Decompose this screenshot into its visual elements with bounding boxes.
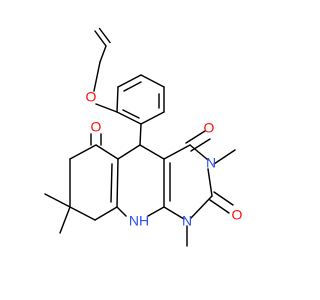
bond-phenyl-5: [140, 111, 165, 125]
molecule-atom-labels: O O O O N N NH: [86, 89, 243, 229]
bond-c4-carbonyl-double-a: [185, 130, 206, 144]
bond-terminal-vinyl-double-b: [98, 27, 111, 44]
n1-nitrogen-label: N: [182, 213, 192, 229]
bond-phenyl-inner-double-3: [122, 109, 140, 119]
bond-ether-oxygen-to-ring: [95, 103, 118, 113]
bond-c8a-to-nh: [147, 206, 165, 217]
bond-phenyl-inner-double-1: [123, 81, 142, 92]
bond-nh-to-c9a: [116, 206, 127, 217]
bond-c8-methyl-top: [44, 193, 71, 208]
bond-c2-to-n1: [190, 195, 213, 219]
bond-terminal-vinyl-double-a: [94, 30, 107, 47]
bond-c5-to-c4a: [139, 144, 165, 160]
bond-c5a-to-c5: [117, 144, 141, 160]
nh-nitrogen-label: NH: [129, 213, 149, 229]
bond-phenyl-3: [140, 74, 165, 88]
bond-vinyl-to-allylic: [99, 45, 107, 63]
bond-c8-to-c9: [69, 206, 96, 221]
bond-c2-carbonyl-double-b: [209, 199, 230, 214]
molecule-structure-diagram: O O O O N N NH: [44, 27, 243, 247]
bond-c9a-to-c5a: [116, 158, 119, 208]
bond-n3-methyl: [213, 149, 236, 165]
bond-n1-to-c8a: [163, 206, 185, 220]
bond-c4a-to-c4: [163, 144, 191, 160]
bond-c9-to-c9a: [94, 206, 118, 221]
bond-c6-to-c7: [69, 144, 97, 160]
bond-c9a-to-c5a-inner: [110, 163, 113, 203]
bond-phenyl-2: [117, 74, 142, 88]
bond-c5a-to-c6: [95, 144, 119, 160]
bond-n3-to-c2: [207, 168, 213, 197]
bond-c8-methyl-bottom: [59, 206, 71, 234]
bond-phenyl-6: [116, 111, 142, 125]
c2-carbonyl-oxygen-label: O: [232, 207, 243, 223]
molecule-bonds: [44, 27, 236, 247]
bond-phenyl-1: [116, 86, 119, 113]
bond-allylic-to-ether-oxygen: [93, 61, 101, 92]
bond-c4-to-n3: [189, 144, 209, 161]
c4-carbonyl-oxygen-label: O: [204, 120, 215, 136]
bond-c4-carbonyl-double-b: [190, 138, 211, 152]
ether-oxygen-label: O: [86, 89, 97, 105]
bond-phenyl-to-c5: [139, 123, 142, 146]
ketone-oxygen-label: O: [91, 119, 102, 135]
bond-c2-carbonyl-double-a: [213, 191, 234, 206]
n3-nitrogen-label: N: [206, 155, 216, 171]
